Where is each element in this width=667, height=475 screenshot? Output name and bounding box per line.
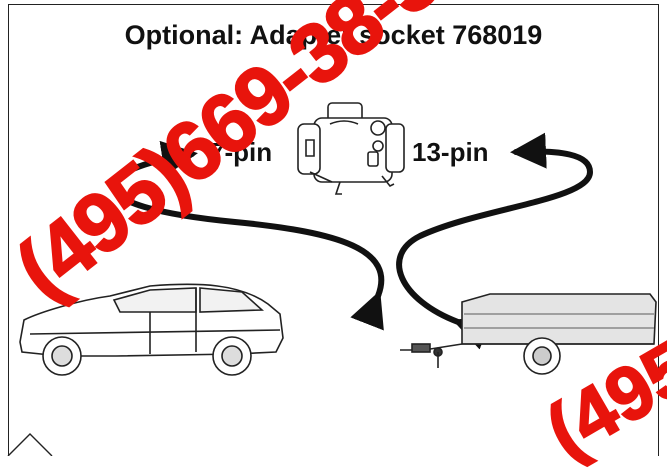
trailer-illustration bbox=[400, 293, 657, 375]
car-illustration bbox=[19, 283, 284, 376]
seven-pin-arrow bbox=[110, 140, 385, 331]
thirteen-pin-label: 13-pin bbox=[412, 137, 489, 167]
page-corner-mark bbox=[7, 433, 53, 456]
diagram-frame bbox=[8, 4, 659, 456]
connection-arrows bbox=[110, 132, 594, 350]
seven-pin-label: 7-pin bbox=[210, 137, 273, 167]
diagram-canvas bbox=[7, 102, 657, 456]
diagram-title: Optional: Adapter socket 768019 bbox=[124, 20, 543, 50]
thirteen-pin-arrow bbox=[396, 132, 594, 350]
